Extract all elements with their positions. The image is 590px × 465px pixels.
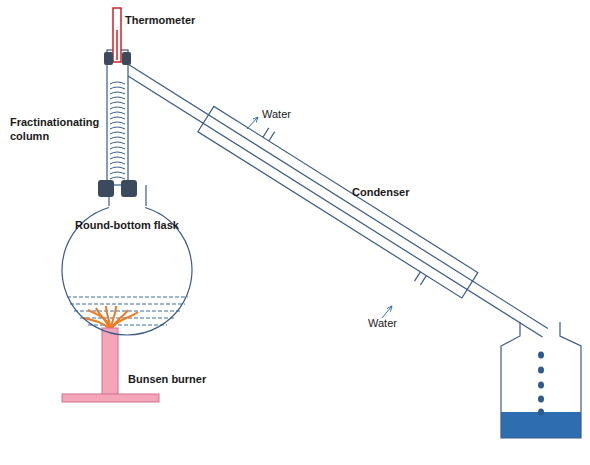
- part-label: Thermometer: [125, 14, 195, 28]
- column-coil: [110, 107, 125, 109]
- column-coil: [110, 127, 125, 129]
- flow-label: Water: [368, 317, 397, 331]
- column-coil: [110, 112, 125, 114]
- column-coil: [110, 82, 125, 84]
- column-coil: [110, 152, 125, 154]
- column-coil: [110, 117, 125, 119]
- column-coil: [110, 87, 125, 89]
- part-label: Round-bottom flask: [75, 219, 179, 231]
- column-coil: [110, 122, 125, 124]
- column-coil: [110, 92, 125, 94]
- column-coil: [110, 132, 125, 134]
- part-label: Condenser: [352, 186, 409, 200]
- column-coil: [110, 172, 125, 174]
- column-coil: [110, 97, 125, 99]
- part-label: Bunsen burner: [128, 373, 206, 387]
- flask: Round-bottom flask: [62, 205, 192, 335]
- column-coil: [110, 142, 125, 144]
- flow-label: Water: [262, 108, 291, 122]
- column-coil: [110, 167, 125, 169]
- column-coil: [110, 102, 125, 104]
- column-coil: [110, 162, 125, 164]
- column-coil: [110, 157, 125, 159]
- column-coil: [110, 137, 125, 139]
- part-label: Fractinationating column: [10, 116, 108, 144]
- column-coil: [110, 147, 125, 149]
- column-coil: [110, 177, 125, 179]
